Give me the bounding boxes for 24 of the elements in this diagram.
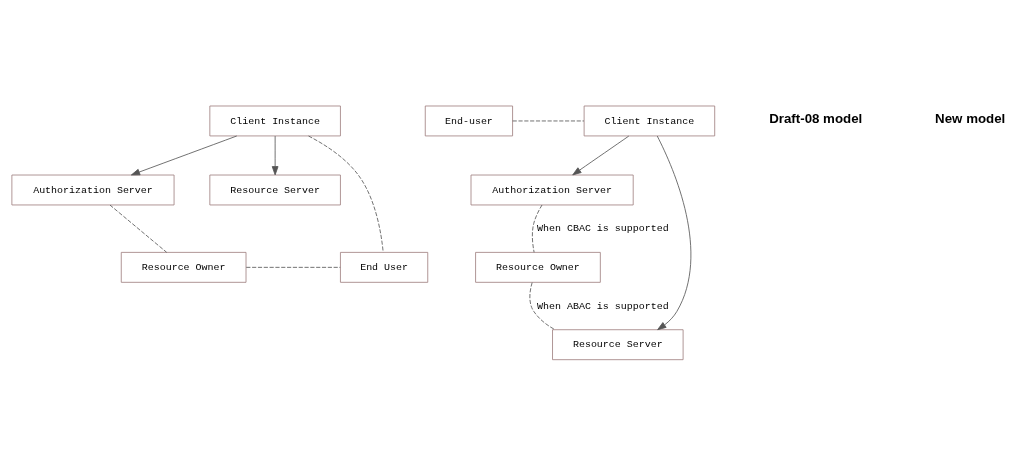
connector	[308, 135, 384, 253]
connector	[531, 204, 543, 253]
edge-label: When ABAC is supported	[537, 300, 669, 312]
label: Draft-08 model	[769, 110, 863, 126]
connector	[245, 266, 341, 268]
node-box: End-user	[424, 105, 513, 136]
connector	[109, 204, 168, 253]
connector	[529, 281, 556, 330]
node-box: Resource Owner	[120, 251, 247, 283]
arrow	[572, 135, 630, 175]
node-box: End User	[340, 251, 429, 283]
node-box: Client Instance	[209, 105, 341, 136]
node-box: Resource Server	[209, 174, 341, 205]
arrow	[656, 135, 692, 330]
node-box: Authorization Server	[470, 174, 634, 205]
edge-label: When CBAC is supported	[537, 222, 669, 234]
label: New model	[935, 110, 1006, 126]
arrow	[130, 135, 238, 175]
node-box: Resource Owner	[475, 251, 601, 283]
node-box: Client Instance	[583, 105, 716, 136]
arrow	[271, 135, 279, 175]
node-box: Resource Server	[552, 328, 684, 360]
connector	[512, 120, 585, 121]
node-box: Authorization Server	[11, 174, 175, 205]
